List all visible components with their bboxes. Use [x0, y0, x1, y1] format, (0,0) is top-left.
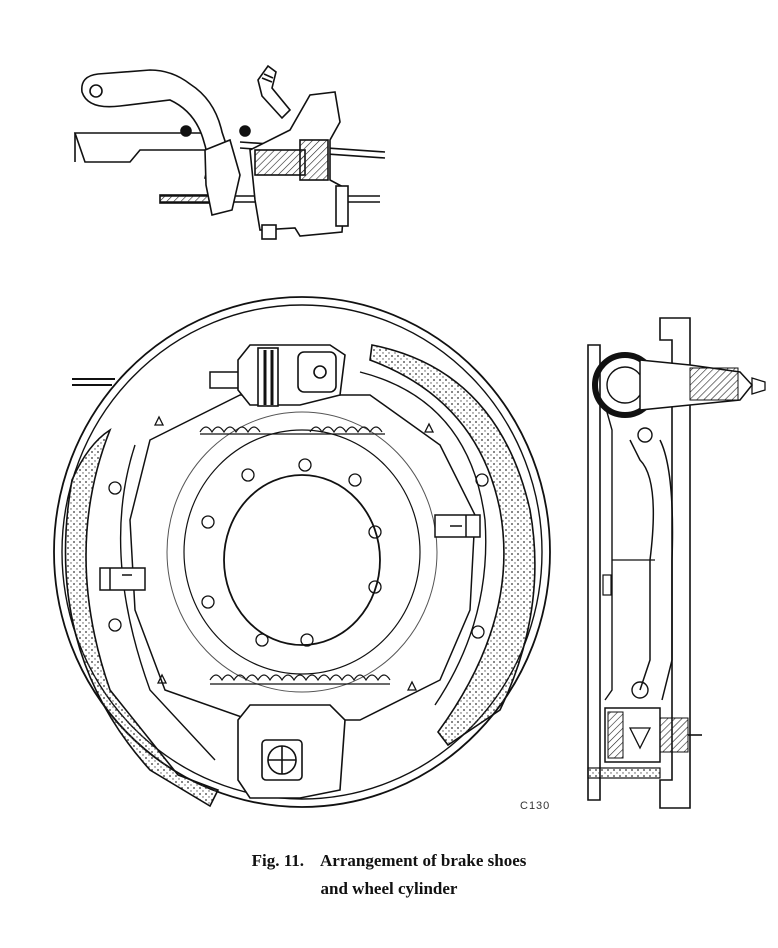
bottom-return-spring: [209, 674, 391, 685]
figure-caption-line-1: Fig. 11. Arrangement of brake shoes: [0, 851, 778, 871]
brake-backplate-front-view: [53, 296, 551, 808]
hub-flange-outer: [166, 411, 438, 693]
brake-assembly-drawing: [53, 64, 766, 809]
figure-number: Fig. 11.: [251, 851, 305, 870]
caption-text-1: Arrangement of brake shoes: [320, 851, 527, 870]
backplate-holes: [108, 473, 489, 639]
drum-inner-ring: [61, 304, 543, 800]
bottom-adjuster: [237, 704, 346, 799]
shoe-steady-clips: [99, 371, 481, 591]
left-brake-shoe-lining: [64, 428, 220, 808]
top-detail-lever-cylinder: [73, 64, 386, 240]
shoe-hold-pins: [153, 415, 435, 691]
figure-caption-line-2: and wheel cylinder: [320, 879, 458, 898]
side-section-view: [587, 317, 766, 809]
figure-reference-code: C130: [520, 800, 551, 812]
top-return-spring: [199, 426, 385, 435]
hub-center-hole: [223, 474, 381, 646]
right-brake-shoe-lining: [369, 344, 536, 747]
wheel-cylinder-top: [237, 344, 346, 407]
hub-bolt-holes: [201, 458, 382, 647]
drum-outer-ring: [53, 296, 551, 808]
hub-flange: [183, 429, 421, 675]
